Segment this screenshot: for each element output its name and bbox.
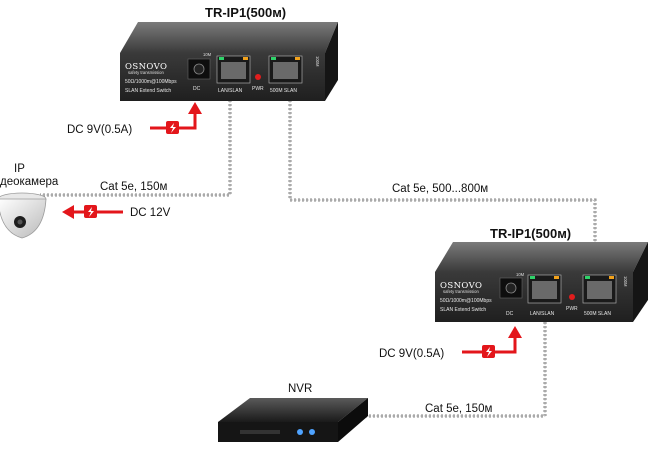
brand-tagline: safety transmission [443,289,480,294]
brand-tagline: safety transmission [128,70,165,75]
cable-label-long: Cat 5e, 500...800м [392,183,488,195]
port2-label: 500M SLAN [584,311,611,317]
power-label-camera: DC 12V [130,207,171,219]
power-label-bottom: DC 9V(0.5A) [379,348,444,360]
power-led-icon [255,74,261,80]
port1-label: LAN/SLAN [530,311,555,317]
extender-device-bottom: TR-IP1(500м) OSNOVO safety transmission … [435,226,648,322]
ip-camera: IP деокамера [0,163,59,239]
port1-label: LAN/SLAN [218,88,243,94]
extender-device-top: TR-IP1(500м) OSNOVO safety transmission … [120,5,338,101]
nvr-label: NVR [288,383,312,395]
led-100m-label: 100M [315,56,320,67]
cable-label-camera: Cat 5e, 150м [100,181,167,193]
spec-line: 50Ω/1000m@100Mbps [125,79,177,85]
spec-line: 50Ω/1000m@100Mbps [440,298,492,304]
power-arrow-bottom: DC 9V(0.5A) [379,326,522,360]
dc-label: DC [506,311,514,317]
device-subtitle: SLAN Extend Switch [440,307,486,313]
power-label-top: DC 9V(0.5A) [67,124,132,136]
dc-label: DC [193,86,201,92]
power-led-icon [569,294,575,300]
cable-camera [40,100,232,197]
dc-jack-icon [193,63,205,75]
power-arrow-top: DC 9V(0.5A) [67,102,202,136]
device-title: TR-IP1(500м) [205,5,286,20]
power-arrow-camera: DC 12V [62,205,171,219]
cable-label-nvr: Cat 5e, 150м [425,403,492,415]
cable-long [288,100,597,248]
nvr-recorder: NVR [218,383,368,442]
dc-jack-icon [505,282,517,294]
pwr-label: PWR [566,306,578,312]
led-10m-label: 10M [516,272,525,277]
brand-logo: OSNOVO [440,281,482,291]
camera-label-line1: IP [14,163,25,175]
led-10m-label: 10M [203,52,212,57]
led-100m-label: 100M [623,276,628,287]
camera-label-line2: деокамера [0,176,59,188]
brand-logo: OSNOVO [125,62,167,72]
device-title: TR-IP1(500м) [490,226,571,241]
device-subtitle: SLAN Extend Switch [125,88,171,94]
cable-nvr [365,318,547,418]
port2-label: 500M SLAN [270,88,297,94]
pwr-label: PWR [252,86,264,92]
